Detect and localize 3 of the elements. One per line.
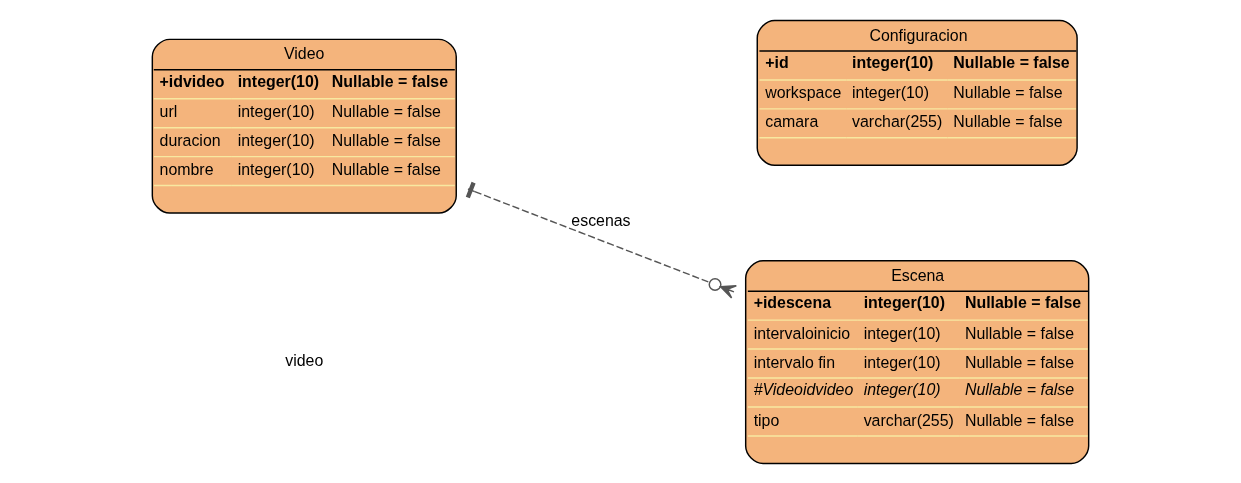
label: video [285, 351, 324, 369]
connector [465, 181, 737, 299]
edge-label: escenas [571, 211, 631, 229]
